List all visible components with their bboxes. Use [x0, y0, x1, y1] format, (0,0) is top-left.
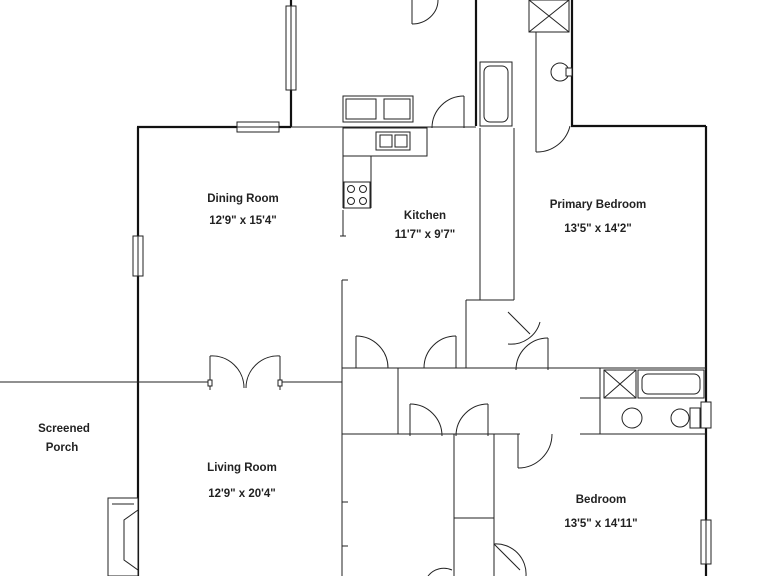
- porch-label-line2: Porch: [46, 442, 79, 454]
- primary-bedroom-name: Primary Bedroom: [550, 199, 647, 211]
- living-room-dims: 12'9" x 20'4": [208, 488, 276, 500]
- kitchen-fixtures: [342, 95, 428, 209]
- bedroom-dims: 13'5" x 14'11": [564, 518, 637, 530]
- bath-fixtures: [479, 0, 705, 429]
- interior-walls: [0, 0, 706, 576]
- dining-room-name: Dining Room: [207, 193, 279, 205]
- porch-label-line1: Screened: [38, 423, 90, 435]
- fireplace: [107, 497, 139, 576]
- bedroom-name: Bedroom: [576, 494, 626, 506]
- doors: [207, 0, 571, 576]
- kitchen-dims: 11'7" x 9'7": [395, 229, 456, 241]
- dining-room-dims: 12'9" x 15'4": [209, 215, 277, 227]
- windows: [132, 5, 712, 565]
- room-labels: Dining Room 12'9" x 15'4" Kitchen 11'7" …: [38, 193, 646, 530]
- living-room-name: Living Room: [207, 462, 277, 474]
- kitchen-name: Kitchen: [404, 210, 446, 222]
- primary-bedroom-dims: 13'5" x 14'2": [564, 223, 632, 235]
